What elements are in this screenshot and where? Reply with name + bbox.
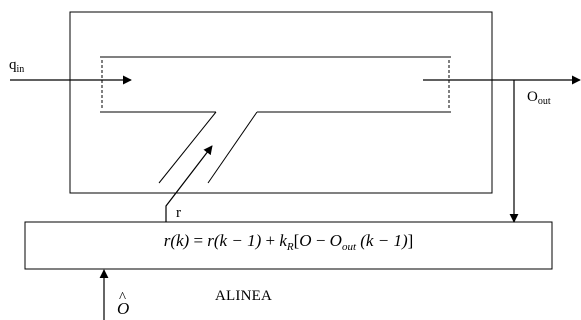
on-ramp-right-edge <box>207 111 258 184</box>
inflow-label: qin <box>9 57 25 75</box>
outflow-label: Oout <box>527 89 551 107</box>
ramp-rate-label: r <box>176 205 181 221</box>
on-ramp-left-edge <box>158 111 217 184</box>
alinea-control-law: r(k) = r(k − 1) + kR[O − Oout (k − 1)] <box>163 231 414 253</box>
controller-name-label: ALINEA <box>215 288 273 304</box>
motorway-section-box <box>69 11 493 194</box>
controller-box <box>24 221 553 270</box>
ramp-control-arrow <box>165 145 213 222</box>
setpoint-label: ^O <box>117 290 130 318</box>
